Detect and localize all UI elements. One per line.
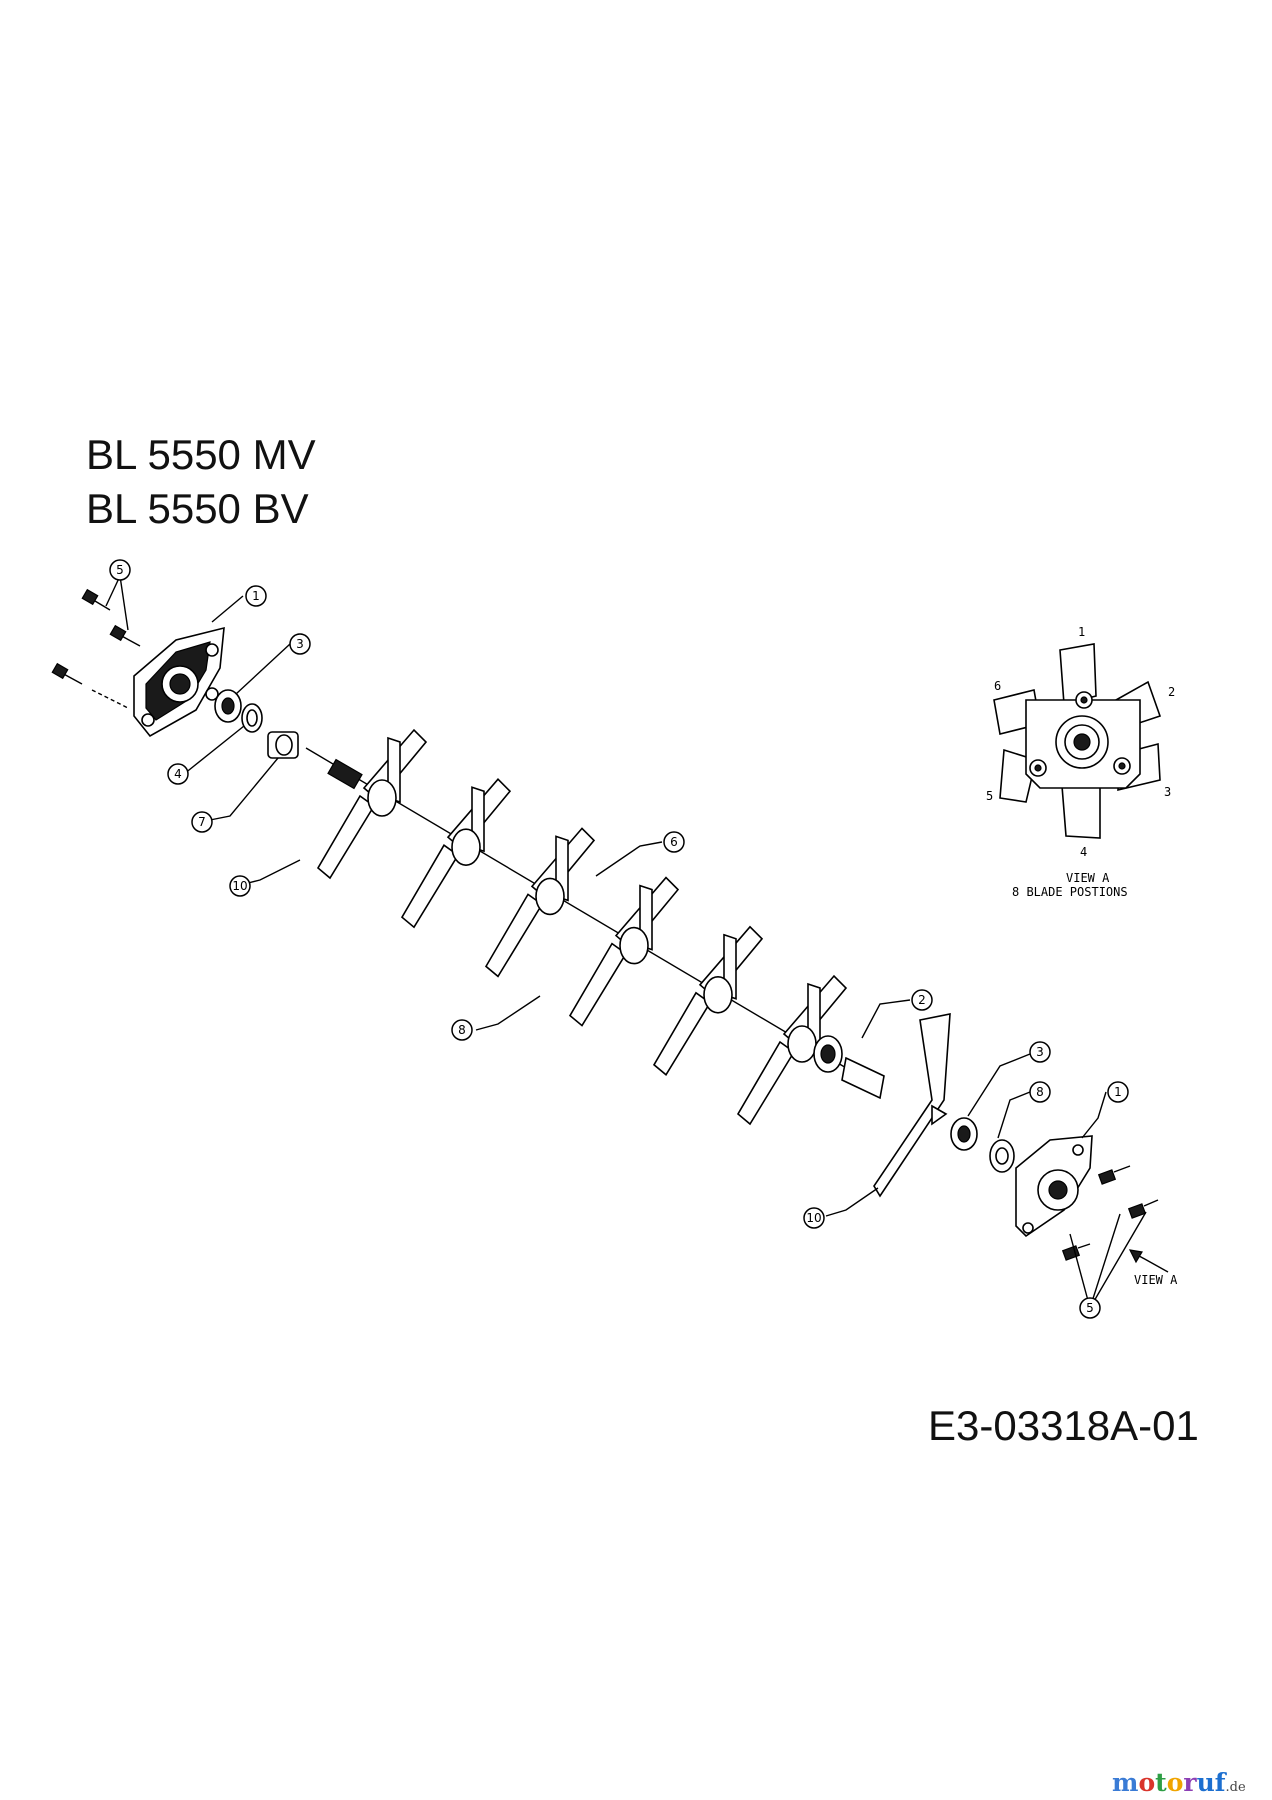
left-bearing-plate[interactable] xyxy=(133,626,225,738)
tine-blade-lower xyxy=(484,893,544,978)
right-bolts[interactable] xyxy=(1061,1165,1159,1261)
callout-8-right: 8 xyxy=(1029,1081,1051,1103)
blade-hub xyxy=(367,779,397,817)
tine-shaft[interactable] xyxy=(305,747,881,1089)
position-label-4: 4 xyxy=(1080,845,1087,859)
tine-blade-lower xyxy=(652,991,712,1077)
blade-hub xyxy=(619,926,649,965)
motoruf-watermark-logo: motoruf.de xyxy=(1112,1768,1246,1797)
position-label-2: 2 xyxy=(1168,685,1175,699)
svg-text:10: 10 xyxy=(806,1211,821,1225)
svg-text:8: 8 xyxy=(458,1023,466,1037)
svg-text:8: 8 xyxy=(1036,1085,1044,1099)
blade-hub xyxy=(787,1025,817,1063)
position-label-3: 3 xyxy=(1164,785,1171,799)
right-nut[interactable] xyxy=(950,1117,978,1151)
right-blade[interactable] xyxy=(873,1013,951,1198)
right-shaft-end[interactable] xyxy=(813,1035,885,1100)
right-bearing-plate[interactable] xyxy=(1015,1135,1093,1238)
tine-blade-lower xyxy=(316,794,376,880)
left-bolts[interactable] xyxy=(51,588,141,709)
callout-5-right: 5 xyxy=(1079,1297,1101,1319)
callout-2: 2 xyxy=(911,989,933,1011)
svg-text:2: 2 xyxy=(918,993,926,1007)
blade-hub xyxy=(535,877,565,916)
svg-text:1: 1 xyxy=(1114,1085,1122,1099)
callout-1-left: 1 xyxy=(245,585,267,607)
view-a-caption: VIEW A xyxy=(1066,871,1110,885)
svg-text:5: 5 xyxy=(116,563,124,577)
left-spacer[interactable] xyxy=(267,731,299,759)
svg-text:3: 3 xyxy=(1036,1045,1044,1059)
svg-text:5: 5 xyxy=(1086,1301,1094,1315)
callout-1-right: 1 xyxy=(1107,1081,1129,1103)
callout-8-left: 8 xyxy=(451,1019,473,1041)
view-a-position-labels: 1 2 3 4 5 6 xyxy=(986,625,1175,859)
callout-6: 6 xyxy=(663,831,685,853)
view-a-inset xyxy=(993,643,1162,839)
model-title-bv: BL 5550 BV xyxy=(86,485,309,532)
drawing-number: E3-03318A-01 xyxy=(928,1402,1199,1449)
tine-blade-lower xyxy=(568,942,628,1027)
position-label-6: 6 xyxy=(994,679,1001,693)
callout-10-right: 10 xyxy=(803,1207,825,1229)
svg-text:7: 7 xyxy=(198,815,206,829)
left-nut[interactable] xyxy=(214,689,242,723)
callout-7: 7 xyxy=(191,811,213,833)
svg-text:1: 1 xyxy=(252,589,260,603)
blade-set[interactable] xyxy=(316,728,848,1126)
svg-text:3: 3 xyxy=(296,637,304,651)
position-label-1: 1 xyxy=(1078,625,1085,639)
model-title-mv: BL 5550 MV xyxy=(86,431,316,478)
callout-5-left: 5 xyxy=(109,559,131,581)
callout-3-left: 3 xyxy=(289,633,311,655)
svg-text:10: 10 xyxy=(232,879,247,893)
left-washer[interactable] xyxy=(241,703,263,733)
callout-leaders xyxy=(105,575,1169,1309)
tine-blade-lower xyxy=(400,844,460,929)
callout-10-left: 10 xyxy=(229,875,251,897)
blade-hub xyxy=(703,975,733,1014)
blade-positions-caption: 8 BLADE POSTIONS xyxy=(1012,885,1128,899)
callout-4: 4 xyxy=(167,763,189,785)
callout-3-right: 3 xyxy=(1029,1041,1051,1063)
view-a-arrow-label: VIEW A xyxy=(1134,1273,1178,1287)
svg-text:4: 4 xyxy=(174,767,182,781)
position-label-5: 5 xyxy=(986,789,993,803)
tine-blade-lower xyxy=(736,1040,796,1126)
svg-text:6: 6 xyxy=(670,835,678,849)
right-bearing[interactable] xyxy=(989,1139,1015,1173)
blade-hub xyxy=(451,828,481,867)
